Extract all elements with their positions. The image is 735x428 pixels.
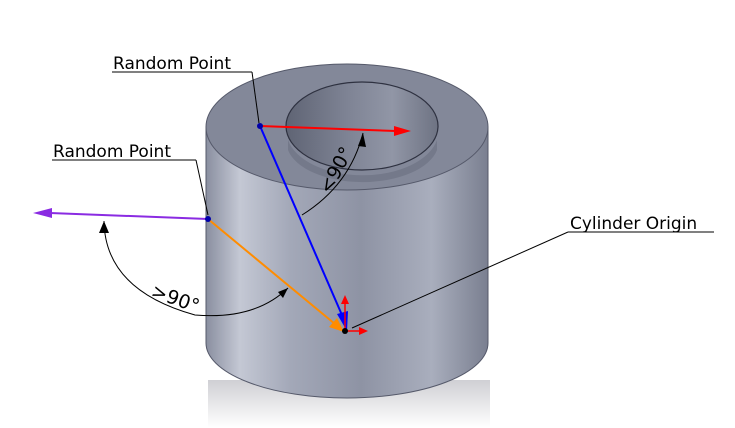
cylinder-inner-bore [285,81,439,171]
leader-line-top [251,71,260,124]
cylinder-bore-wall [288,140,437,183]
cylinder-body [205,126,489,399]
cylinder-origin-marker [342,328,348,334]
purple-vector-arrowhead [33,208,52,218]
red-vector-top [259,125,397,132]
angle-arc-arrowhead-right [278,288,288,298]
label-random-point-top: Random Point [113,54,231,74]
orange-vector [207,218,336,325]
leader-line-origin [351,231,569,329]
random-point-left-marker [205,216,211,222]
angle-arc-arrowhead [358,133,366,147]
origin-axis-right-arrowhead [359,327,368,335]
red-vector-arrowhead [394,126,411,136]
angle-arc-arrowhead-left [99,221,109,233]
angle-label-greater-90: >90° [148,280,202,318]
label-cylinder-origin: Cylinder Origin [570,214,697,234]
origin-axis-up-arrowhead [341,295,349,304]
label-random-point-left: Random Point [53,142,171,162]
purple-vector [49,212,209,220]
leader-line-left [195,159,209,216]
random-point-top-marker [257,123,263,129]
orange-vector-arrowhead [329,318,344,332]
blue-vector [259,125,346,323]
angle-arc-greater-90 [103,220,289,317]
